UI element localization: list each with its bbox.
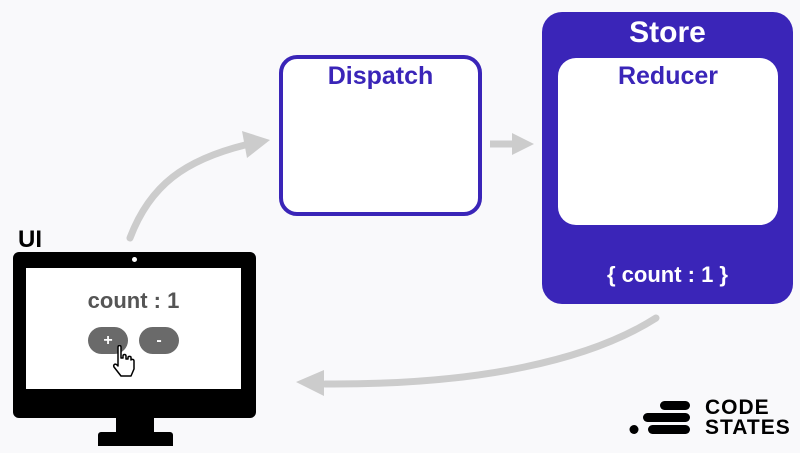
- dispatch-to-store-arrowhead: [512, 133, 534, 155]
- monitor-stand-neck: [116, 418, 154, 435]
- reducer-box: [558, 58, 778, 225]
- dispatch-title: Dispatch: [327, 62, 434, 90]
- store-state-text: { count : 1 }: [606, 262, 728, 287]
- monitor-camera-dot: [132, 257, 137, 262]
- count-display: count : 1: [87, 288, 180, 313]
- pointer-cursor-icon: [113, 345, 135, 377]
- ui-to-dispatch-arrowhead: [242, 131, 270, 158]
- ui-label: UI: [18, 226, 42, 253]
- decrement-button[interactable]: -: [139, 327, 179, 354]
- monitor-stand-base: [98, 432, 173, 446]
- ui-to-dispatch-arrow: [126, 141, 249, 242]
- reducer-title: Reducer: [617, 62, 719, 90]
- store-to-ui-arrow: [321, 314, 660, 388]
- codestates-logo-icon: [629, 401, 690, 434]
- dispatch-box: [279, 55, 482, 216]
- logo-line-2: STATES: [705, 416, 791, 439]
- store-to-ui-arrowhead: [296, 370, 324, 396]
- codestates-logo-text: CODE STATES: [705, 396, 791, 439]
- store-title: Store: [629, 16, 706, 49]
- logo-line-1: CODE: [705, 396, 770, 419]
